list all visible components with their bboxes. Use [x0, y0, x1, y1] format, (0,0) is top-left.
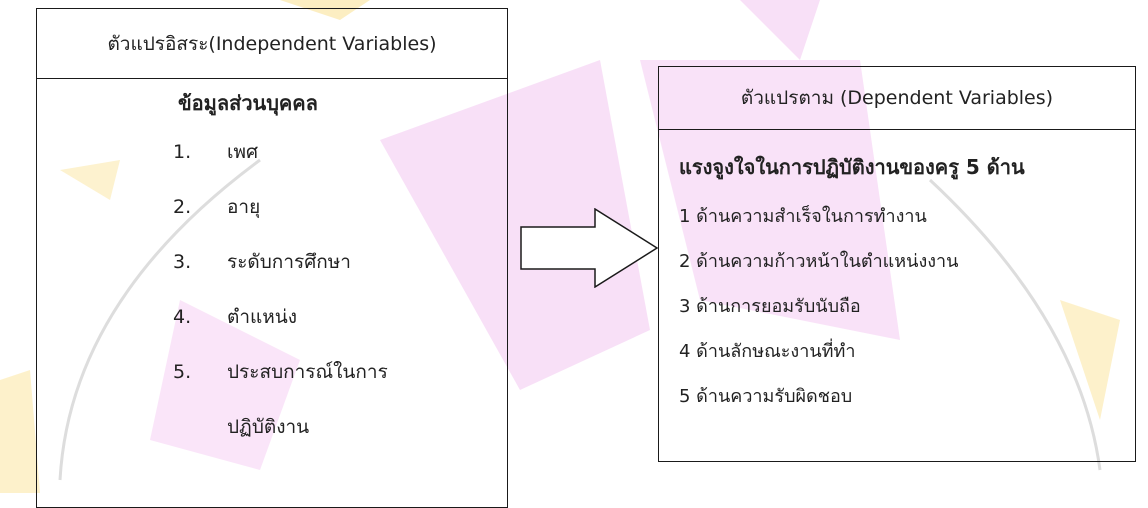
independent-variables-header: ตัวแปรอิสระ(Independent Variables): [37, 9, 507, 79]
dependent-item: 1 ด้านความสำเร็จในการทำงาน: [679, 206, 927, 227]
dependent-item: 3 ด้านการยอมรับนับถือ: [679, 296, 861, 317]
independent-variables-box: ตัวแปรอิสระ(Independent Variables) ข้อมู…: [36, 8, 508, 508]
dependent-item: 5 ด้านความรับผิดชอบ: [679, 386, 853, 407]
independent-item: 1.เพศ: [173, 141, 259, 163]
watermark-logo: [0, 0, 1120, 493]
dependent-item: 4 ด้านลักษณะงานที่ทำ: [679, 341, 856, 362]
independent-item-continued: ปฏิบัติงาน: [227, 416, 310, 438]
dependent-item: 2 ด้านความก้าวหน้าในตำแหน่งงาน: [679, 251, 959, 272]
independent-item: 4.ตำแหน่ง: [173, 306, 298, 328]
independent-item: 2.อายุ: [173, 196, 261, 218]
right-arrow-icon: [520, 208, 658, 288]
independent-item: 3.ระดับการศึกษา: [173, 251, 351, 273]
dependent-variables-box: ตัวแปรตาม (Dependent Variables) แรงจูงใจ…: [658, 66, 1136, 462]
dependent-variables-header: ตัวแปรตาม (Dependent Variables): [659, 67, 1135, 130]
independent-item: 5.ประสบการณ์ในการ: [173, 361, 388, 383]
personal-info-heading: ข้อมูลส่วนบุคคล: [178, 91, 318, 115]
motivation-heading: แรงจูงใจในการปฏิบัติงานของครู 5 ด้าน: [679, 155, 1025, 179]
